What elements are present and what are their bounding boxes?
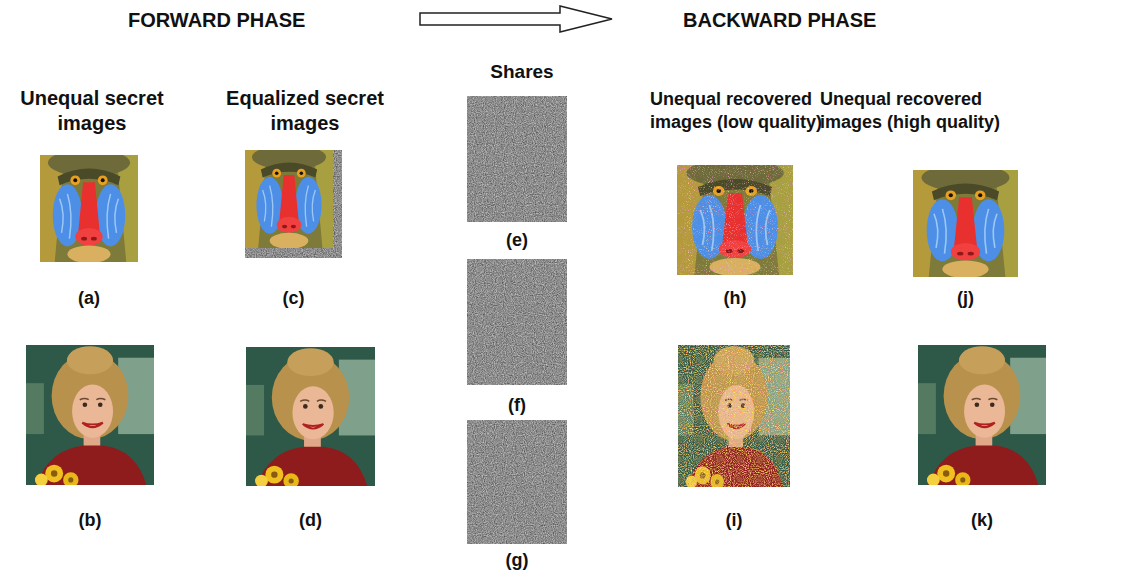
panel-caption: (b) [79,509,102,531]
column-header: Equalized secret images [210,86,400,136]
woman-image [678,345,790,490]
image-panel: (g) [467,420,567,571]
woman-image [26,345,154,488]
panel-caption: (c) [283,287,305,309]
phase-title: FORWARD PHASE [128,8,305,33]
panel-caption: (k) [971,509,993,531]
panel-caption: (f) [508,394,526,416]
image-panel: (a) [40,155,138,309]
phase-title: BACKWARD PHASE [683,8,876,33]
recovery-noise [677,165,793,275]
image-panel: (e) [467,96,567,251]
image-panel: (k) [918,345,1046,531]
image-panel: (i) [678,345,790,531]
share-noise [467,96,567,222]
mandrill-image [245,145,333,249]
panel-caption: (h) [724,287,747,309]
panel-caption: (j) [957,287,974,309]
image-panel: (c) [245,150,342,309]
image-panel: (f) [467,259,567,416]
mandrill-image [913,164,1018,278]
panel-caption: (e) [506,229,528,251]
image-panel: (d) [246,347,375,531]
phase-arrow [420,6,612,32]
recovery-noise [678,345,790,487]
panel-caption: (a) [78,287,100,309]
panel-caption: (d) [299,509,322,531]
panel-caption: (g) [506,549,529,571]
mandrill-image [40,149,138,263]
image-panel: (j) [913,170,1018,309]
image-panel: (b) [26,345,154,531]
panel-caption: (i) [726,509,743,531]
share-noise [467,420,567,544]
column-header: Unequal secret images [6,86,178,136]
column-header: Unequal recovered images (low quality) [650,88,832,133]
image-panel: (h) [677,165,793,309]
column-header: Shares [462,60,582,84]
column-header: Unequal recovered images (high quality) [820,88,1025,133]
woman-image [918,345,1046,488]
woman-image [246,347,375,489]
share-noise [467,259,567,385]
mandrill-image [677,159,793,276]
